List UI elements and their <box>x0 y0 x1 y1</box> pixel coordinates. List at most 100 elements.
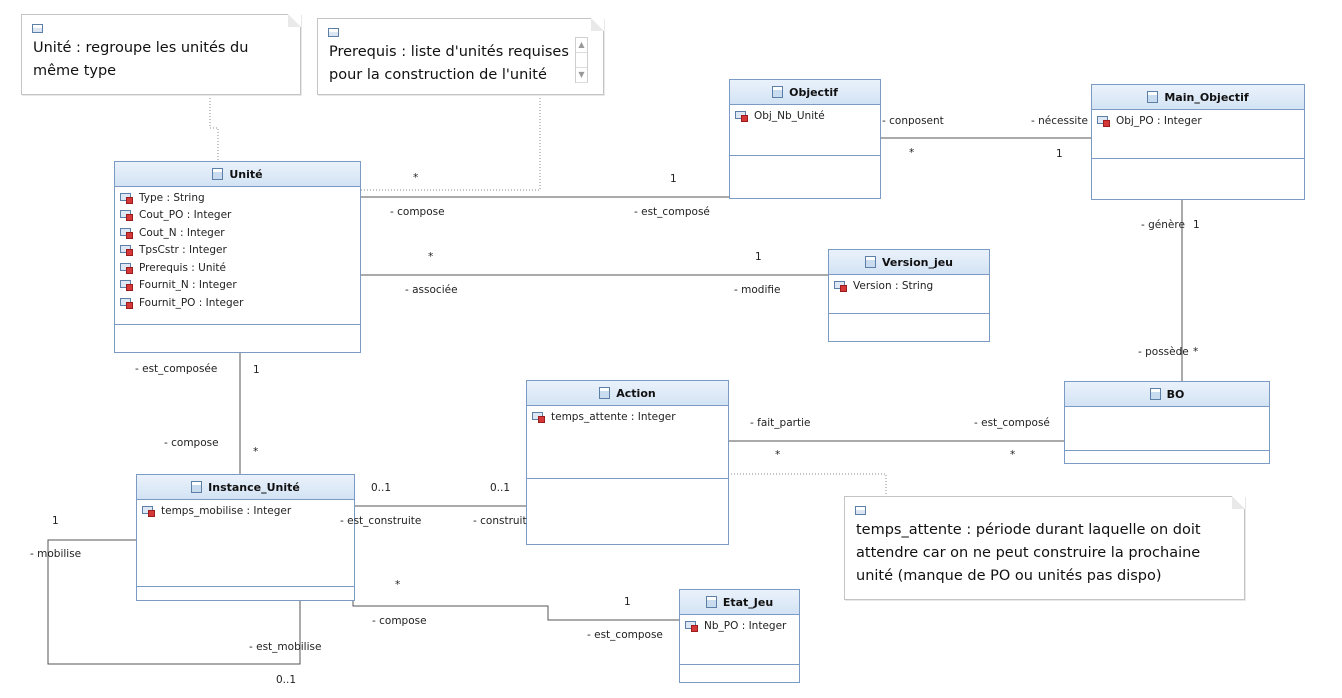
class-icon <box>599 387 611 399</box>
note-unite: Unité : regroupe les unités du même type <box>21 14 301 95</box>
multiplicity: 1 <box>624 596 631 608</box>
multiplicity: * <box>253 446 259 458</box>
role-label: - construit <box>473 515 527 527</box>
role-label: - est_compose <box>587 629 663 641</box>
note-icon <box>328 28 339 37</box>
attribute-icon <box>834 280 850 292</box>
operations-separator <box>527 478 728 479</box>
role-label: - génère <box>1141 219 1185 231</box>
attribute[interactable]: Fournit_N : Integer <box>115 277 360 295</box>
class-objectif[interactable]: Objectif Obj_Nb_Unité <box>729 79 881 199</box>
note-link-temps <box>728 473 887 496</box>
operations-separator <box>137 586 354 587</box>
attribute[interactable]: TpsCstr : Integer <box>115 242 360 260</box>
attribute-icon <box>685 620 701 632</box>
note-scrollbar[interactable]: ▲▼ <box>575 37 588 83</box>
multiplicity: * <box>395 579 401 591</box>
class-icon <box>212 168 224 180</box>
role-label: - associée <box>405 284 458 296</box>
multiplicity: 1 <box>1056 148 1063 160</box>
attribute[interactable]: Version : String <box>829 277 989 295</box>
multiplicity: * <box>1010 449 1016 461</box>
role-label: - est_composée <box>135 363 218 375</box>
class-action[interactable]: Action temps_attente : Integer <box>526 380 729 545</box>
attribute[interactable]: Obj_Nb_Unité <box>730 107 880 125</box>
multiplicity: 1 <box>253 364 260 376</box>
class-icon <box>1149 388 1161 400</box>
multiplicity: * <box>1193 346 1199 358</box>
class-bo[interactable]: BO <box>1064 381 1270 464</box>
note-prerequis: Prerequis : liste d'unités requises pour… <box>317 18 604 95</box>
class-header: Instance_Unité <box>137 475 354 500</box>
class-header: BO <box>1065 382 1269 407</box>
class-version-jeu[interactable]: Version_jeu Version : String <box>828 249 990 342</box>
multiplicity: 0..1 <box>490 482 511 494</box>
class-icon <box>864 256 876 268</box>
attribute-icon <box>120 262 136 274</box>
class-name: Main_Objectif <box>1164 90 1249 104</box>
class-icon <box>705 596 717 608</box>
attribute[interactable]: Type : String <box>115 189 360 207</box>
multiplicity: 1 <box>52 515 59 527</box>
attribute-icon <box>120 297 136 309</box>
class-unite[interactable]: Unité Type : String Cout_PO : Integer Co… <box>114 161 361 353</box>
multiplicity: * <box>909 147 915 159</box>
note-icon <box>32 24 43 33</box>
class-name: Etat_Jeu <box>722 595 774 609</box>
role-label: - est_composé <box>974 417 1050 429</box>
multiplicity: 0..1 <box>371 482 392 494</box>
note-icon <box>855 506 866 515</box>
multiplicity: 1 <box>755 251 762 263</box>
attribute-icon <box>120 192 136 204</box>
attribute[interactable]: temps_mobilise : Integer <box>137 502 354 520</box>
attribute-icon <box>1097 115 1113 127</box>
class-icon <box>191 481 203 493</box>
attribute[interactable]: Fournit_PO : Integer <box>115 294 360 312</box>
note-temps-attente: temps_attente : période durant laquelle … <box>844 496 1245 600</box>
class-header: Version_jeu <box>829 250 989 275</box>
note-temps-text: temps_attente : période durant laquelle … <box>856 522 1201 584</box>
role-label: - compose <box>164 437 219 449</box>
note-prerequis-text: Prerequis : liste d'unités requises pour… <box>329 44 569 83</box>
operations-separator <box>1092 158 1304 159</box>
note-link-prerequis <box>360 95 541 191</box>
attribute[interactable]: temps_attente : Integer <box>527 408 728 426</box>
class-name: Objectif <box>789 85 838 99</box>
attribute-icon <box>120 244 136 257</box>
role-label: - nécessite <box>1031 115 1088 127</box>
assoc-instance-self <box>47 539 301 665</box>
multiplicity: * <box>775 449 781 461</box>
attribute[interactable]: Nb_PO : Integer <box>680 617 799 635</box>
attribute-icon <box>120 227 136 239</box>
class-header: Objectif <box>730 80 880 105</box>
class-name: BO <box>1166 387 1185 401</box>
operations-separator <box>829 313 989 314</box>
operations-separator <box>730 155 880 156</box>
attribute[interactable]: Obj_PO : Integer <box>1092 112 1304 130</box>
class-name: Instance_Unité <box>208 480 300 494</box>
attribute[interactable]: Prerequis : Unité <box>115 259 360 277</box>
class-etat-jeu[interactable]: Etat_Jeu Nb_PO : Integer <box>679 589 800 683</box>
operations-separator <box>1065 450 1269 451</box>
class-name: Version_jeu <box>881 255 954 269</box>
class-header: Main_Objectif <box>1092 85 1304 110</box>
role-label: - compose <box>390 206 445 218</box>
attribute[interactable]: Cout_N : Integer <box>115 224 360 242</box>
role-label: - est_mobilise <box>249 641 322 653</box>
class-name: Unité <box>229 167 263 181</box>
attribute-icon <box>120 279 136 292</box>
multiplicity: 1 <box>670 173 677 185</box>
class-icon <box>1147 91 1159 103</box>
role-label: - modifie <box>734 284 781 296</box>
role-label: - fait_partie <box>750 417 811 429</box>
class-instance-unite[interactable]: Instance_Unité temps_mobilise : Integer <box>136 474 355 601</box>
class-main-objectif[interactable]: Main_Objectif Obj_PO : Integer <box>1091 84 1305 200</box>
operations-separator <box>680 664 799 665</box>
class-header: Action <box>527 381 728 406</box>
role-label: - compose <box>372 615 427 627</box>
note-link-unite <box>209 95 219 162</box>
multiplicity: 0..1 <box>276 674 297 686</box>
attribute[interactable]: Cout_PO : Integer <box>115 207 360 225</box>
